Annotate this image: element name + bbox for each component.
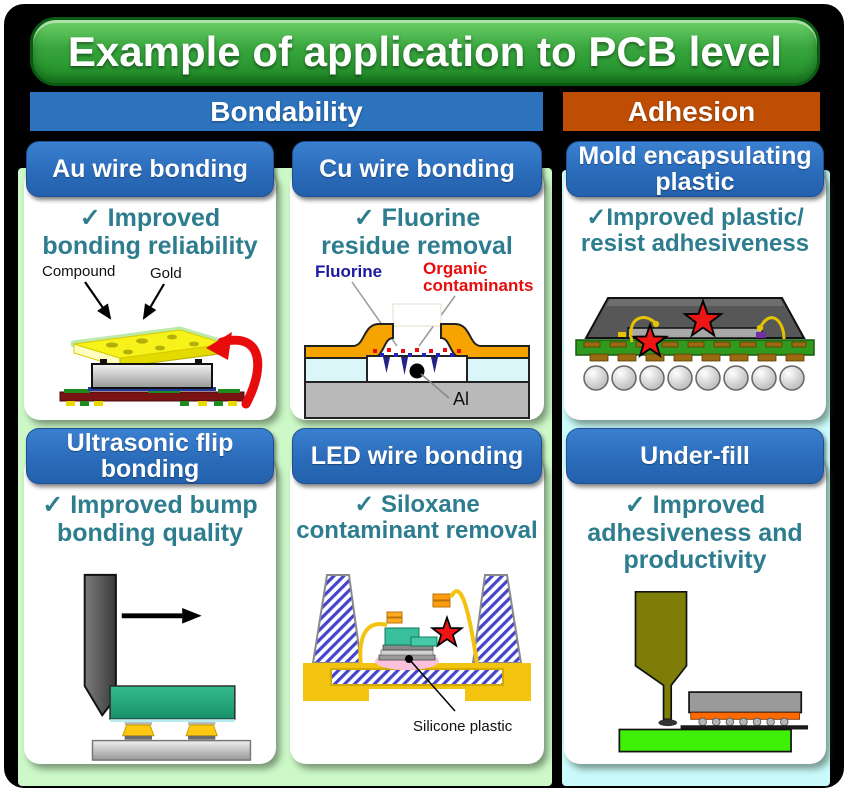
pointer-arrow-icon xyxy=(84,281,165,320)
au-wire-bonding-illustration: Compound Gold xyxy=(42,263,263,409)
stage-substrate xyxy=(91,739,251,761)
led-package-illustration: Silicone plastic xyxy=(303,573,531,735)
al-label: Al xyxy=(453,389,469,409)
fluorine-label: Fluorine xyxy=(315,262,382,281)
reflector-walls xyxy=(311,573,523,664)
card-under-fill: Under-fill ✓ Improved adhesiveness and p… xyxy=(564,428,826,764)
section-label-bondability: Bondability xyxy=(210,95,363,127)
card-title: Cu wire bonding xyxy=(319,154,515,183)
benefit-text-mold: ✓Improved plastic/ resist adhesiveness xyxy=(580,204,810,258)
benefit-text-underfill: ✓ Improved adhesiveness and productivity xyxy=(587,491,803,574)
card-header-ultrasonic: Ultrasonic flip bonding xyxy=(26,428,274,484)
card-mold-encapsulating-plastic: Mold encapsulating plastic ✓Improved pla… xyxy=(564,141,826,420)
al-defect-dot xyxy=(409,363,425,379)
al-pointer-line xyxy=(420,373,450,399)
benefit-text-cu: ✓ Fluorine residue removal xyxy=(321,204,513,260)
silicone-pointer-line xyxy=(408,658,456,712)
component-on-pcb xyxy=(59,359,245,406)
gold-plated-chip xyxy=(70,326,230,368)
gold-label: Gold xyxy=(150,265,182,282)
red-curved-arrow-icon xyxy=(206,332,263,409)
card-header-led: LED wire bonding xyxy=(292,428,542,484)
organic-label-line2: contaminants xyxy=(423,276,534,295)
benefit-text-ultrasonic: ✓ Improved bump bonding quality xyxy=(42,491,258,547)
cross-section: Al xyxy=(304,303,530,419)
card-title: Mold encapsulating plastic xyxy=(578,141,812,196)
pcb-substrate xyxy=(575,339,815,362)
section-label-adhesion: Adhesion xyxy=(627,95,756,127)
benefit-text-led: ✓ Siloxane contaminant removal xyxy=(296,491,538,545)
pcb-board xyxy=(618,728,792,752)
defect-star-icon xyxy=(631,321,669,358)
card-title: Under-fill xyxy=(640,441,750,470)
section-bar-adhesion: Adhesion xyxy=(563,92,820,131)
gold-bumps xyxy=(121,722,218,740)
mold-package-illustration xyxy=(575,296,815,391)
benefit-text-au: ✓ Improved bonding reliability xyxy=(42,204,258,260)
bond-wires xyxy=(358,589,479,667)
led-chip-stack xyxy=(378,593,451,661)
organic-label-line1: Organic xyxy=(423,260,487,278)
defect-star-icon xyxy=(429,614,465,648)
defect-star-icon xyxy=(682,297,724,338)
underfill-dispense-illustration xyxy=(618,590,809,752)
compound-label: Compound xyxy=(42,263,115,280)
card-header-under-fill: Under-fill xyxy=(566,428,824,484)
page-title: Example of application to PCB level xyxy=(67,27,783,75)
flip-chip-die xyxy=(108,685,236,723)
card-cu-wire-bonding: Cu wire bonding ✓ Fluorine residue remov… xyxy=(290,141,544,420)
corrosion-spikes xyxy=(383,357,438,375)
card-ultrasonic-flip-bonding: Ultrasonic flip bonding ✓ Improved bump … xyxy=(24,428,276,764)
card-led-wire-bonding: LED wire bonding ✓ Siloxane contaminant … xyxy=(290,428,544,764)
card-au-wire-bonding: Au wire bonding ✓ Improved bonding relia… xyxy=(24,141,276,420)
vibration-arrow-icon xyxy=(121,608,202,624)
flip-chip-assembly xyxy=(680,690,809,729)
card-title: LED wire bonding xyxy=(310,441,524,470)
card-title: Ultrasonic flip bonding xyxy=(66,428,234,483)
cu-wire-bonding-illustration: Fluorine Organic contaminants xyxy=(304,260,534,419)
card-header-au-wire-bonding: Au wire bonding xyxy=(26,141,274,197)
silicone-plastic-label: Silicone plastic xyxy=(413,718,513,735)
ultrasonic-tool xyxy=(83,573,117,717)
ultrasonic-bonding-illustration xyxy=(83,573,251,761)
contaminant-specks xyxy=(373,348,461,357)
card-header-cu-wire-bonding: Cu wire bonding xyxy=(292,141,542,197)
solder-balls xyxy=(583,365,805,391)
dispenser-nozzle xyxy=(634,590,688,726)
card-header-mold: Mold encapsulating plastic xyxy=(566,141,824,197)
title-banner: Example of application to PCB level xyxy=(30,17,820,86)
section-bar-bondability: Bondability xyxy=(30,92,543,131)
card-title: Au wire bonding xyxy=(52,154,248,183)
bond-wires xyxy=(629,315,786,343)
